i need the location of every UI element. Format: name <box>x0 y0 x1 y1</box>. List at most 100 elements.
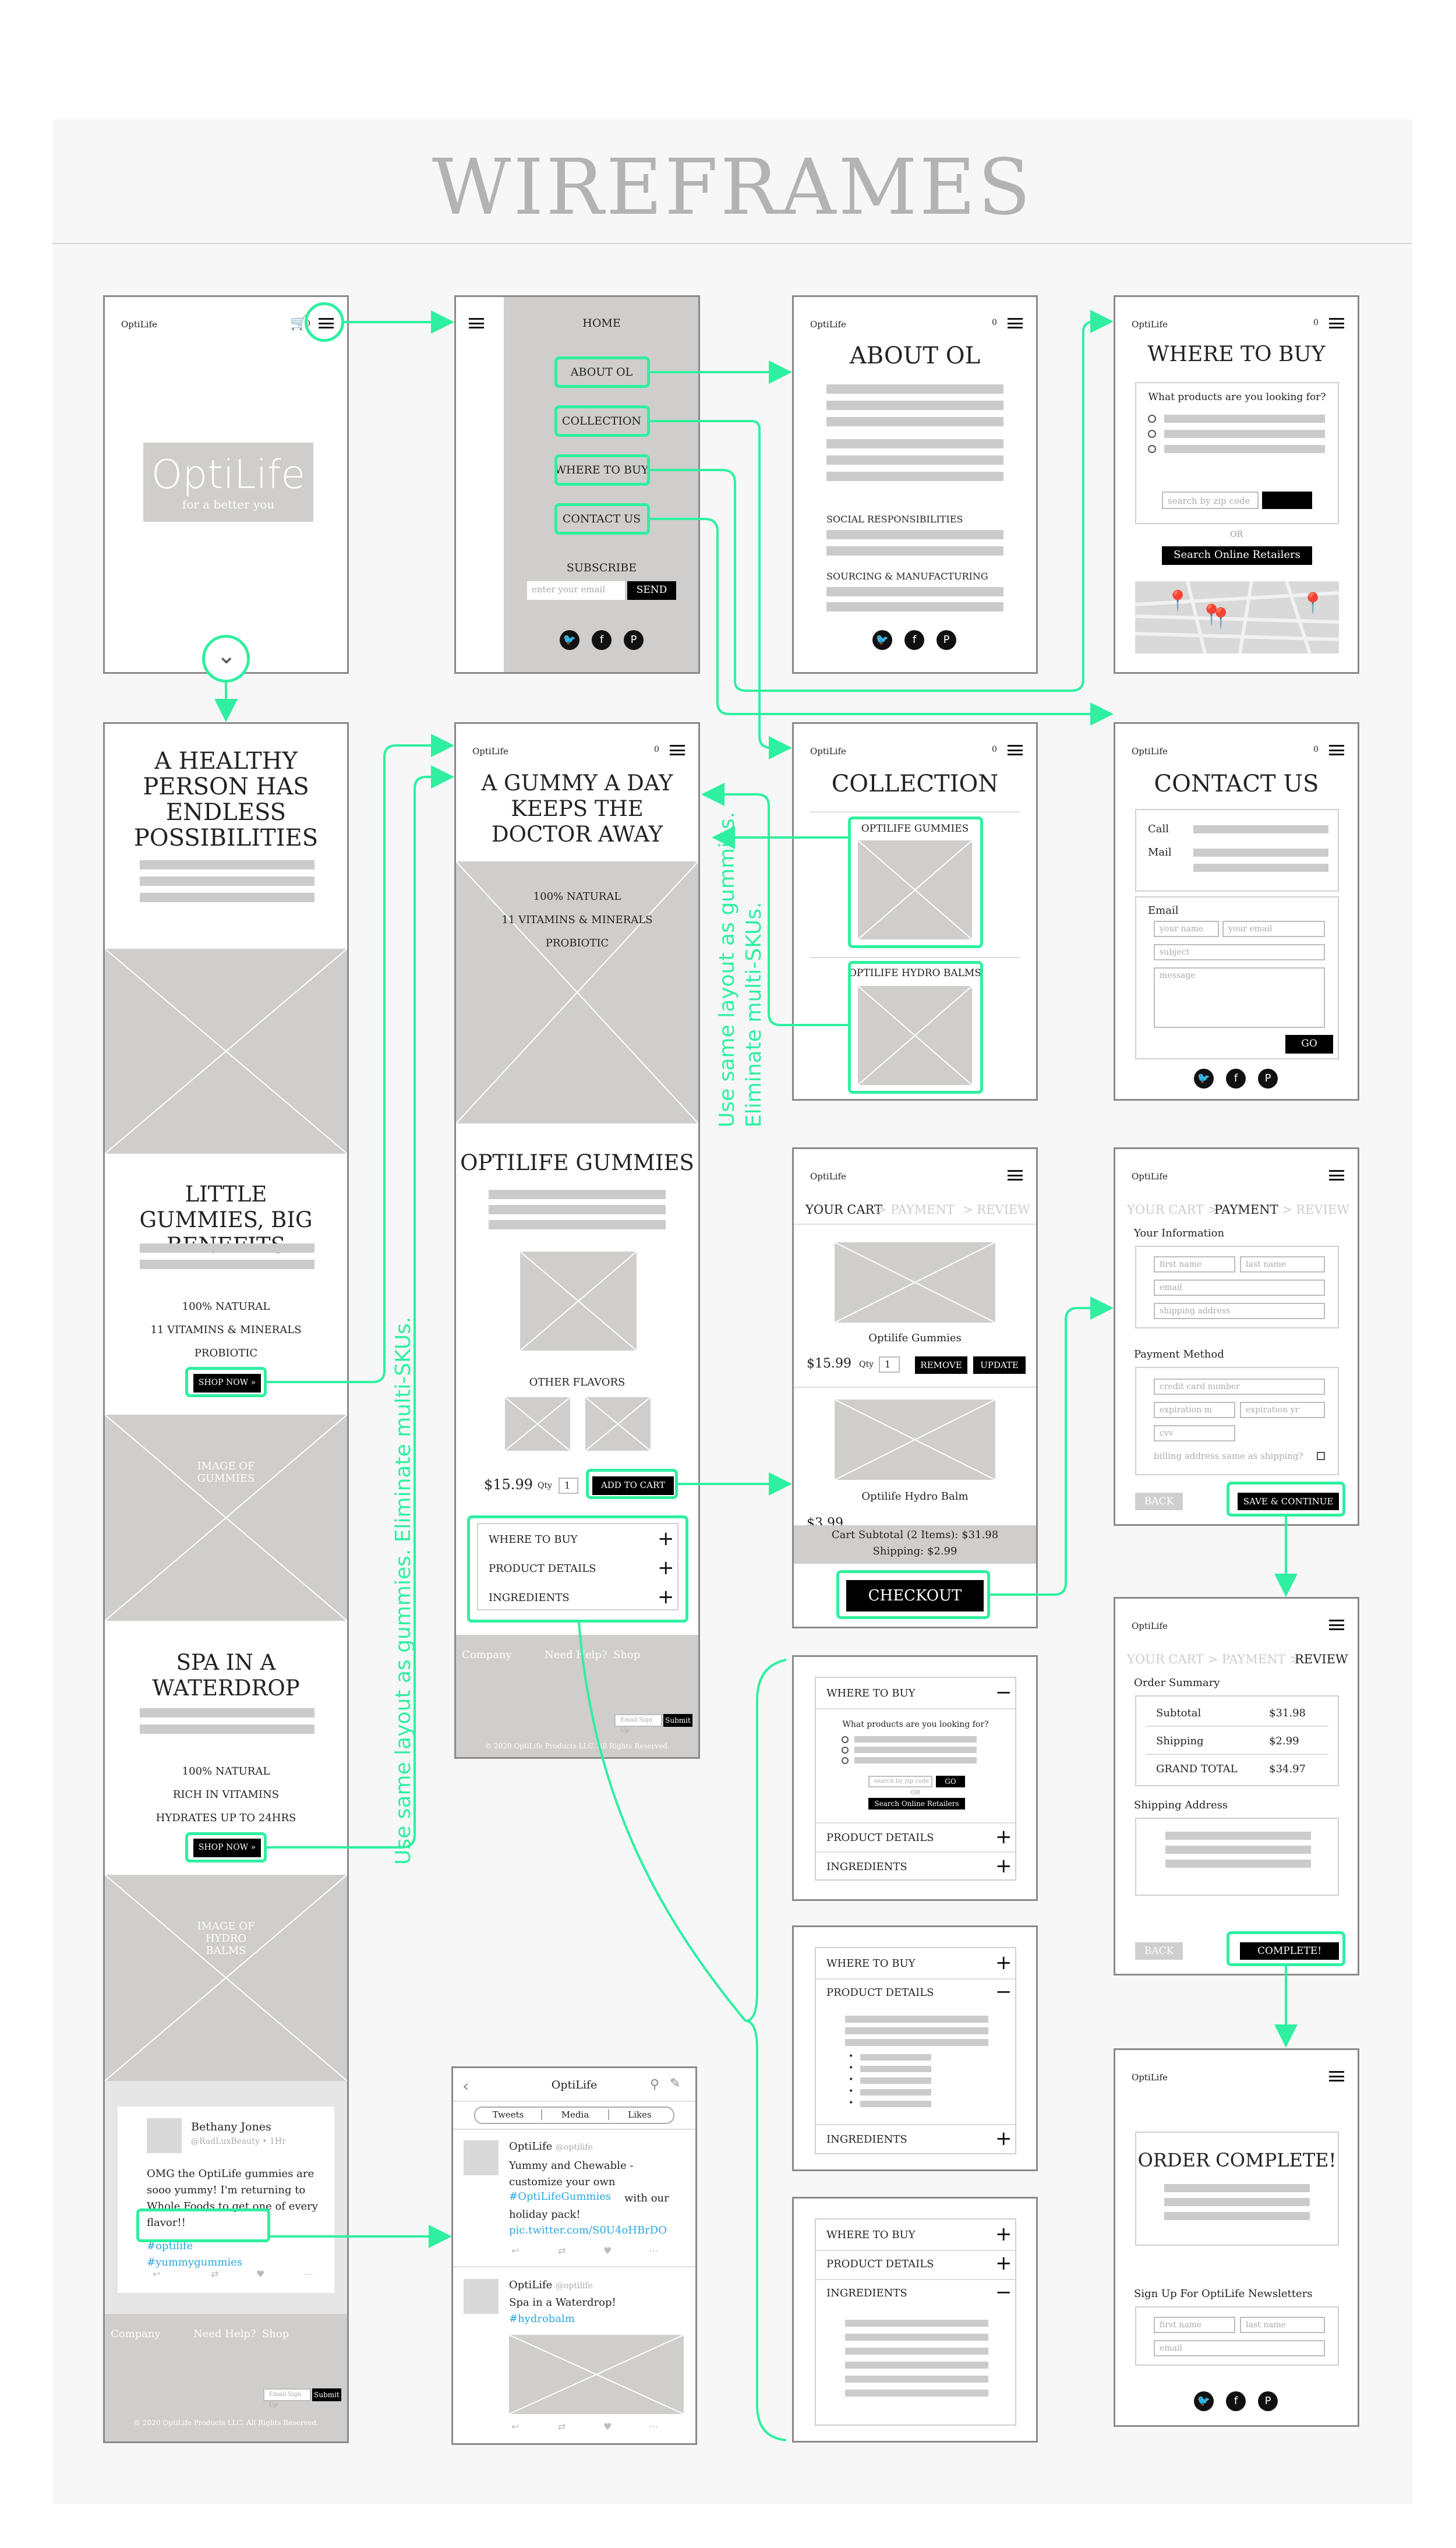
name-input[interactable]: your name <box>1154 921 1219 937</box>
email-input[interactable]: email <box>1154 2340 1325 2356</box>
shop-now-button[interactable]: SHOP NOW » <box>193 1374 261 1393</box>
map-pin-icon[interactable]: 📍 <box>1300 592 1326 615</box>
reply-icon[interactable]: ↩ <box>511 2245 520 2256</box>
menu-collection[interactable]: COLLECTION <box>561 415 642 427</box>
twitter-icon[interactable]: 🐦 <box>872 630 892 650</box>
add-to-cart-button[interactable]: ADD TO CART <box>592 1476 674 1495</box>
collection-item-label[interactable]: OPTILIFE HYDRO BALMS <box>849 967 981 979</box>
more-icon[interactable]: … <box>649 2419 658 2430</box>
menu-icon[interactable] <box>670 745 685 755</box>
plus-icon[interactable]: + <box>658 1527 674 1550</box>
address-input[interactable]: shipping address <box>1154 1303 1325 1319</box>
review-card[interactable]: Bethany Jones @RadLuxBeauty • 1Hr OMG th… <box>118 2107 334 2293</box>
plus-icon[interactable]: + <box>658 1556 674 1579</box>
card-input[interactable]: credit card number <box>1154 1379 1325 1395</box>
plus-icon[interactable]: + <box>995 1825 1012 1849</box>
tab-media[interactable]: Media <box>541 2109 609 2120</box>
plus-icon[interactable]: + <box>995 1854 1012 1878</box>
update-button[interactable]: UPDATE <box>973 1356 1026 1374</box>
qty-input[interactable]: 1 <box>559 1478 578 1494</box>
map-pin-icon[interactable]: 📍 <box>1165 589 1190 613</box>
heart-icon[interactable]: ♥ <box>256 2268 265 2280</box>
collection-item-label[interactable]: OPTILIFE GUMMIES <box>861 823 969 835</box>
menu-icon[interactable] <box>1329 1170 1344 1181</box>
shop-now-button[interactable]: SHOP NOW » <box>193 1839 261 1857</box>
first-name-input[interactable]: first name <box>1154 1256 1235 1273</box>
remove-button[interactable]: REMOVE <box>915 1356 967 1374</box>
retweet-icon[interactable]: ⇄ <box>558 2245 566 2256</box>
last-name-input[interactable]: last name <box>1240 2317 1325 2333</box>
facebook-icon[interactable]: f <box>904 630 924 650</box>
reply-icon[interactable]: ↩ <box>511 2421 520 2432</box>
menu-icon[interactable] <box>469 318 484 328</box>
review-tags[interactable]: #optilife #yummygummies <box>147 2240 243 2268</box>
more-icon[interactable]: … <box>649 2243 658 2254</box>
acc-label[interactable]: WHERE TO BUY <box>826 2229 916 2241</box>
tweet-link[interactable]: pic.twitter.com/S0U4oHBrDO <box>509 2224 667 2236</box>
back-button[interactable]: BACK <box>1135 1942 1183 1960</box>
menu-about[interactable]: ABOUT OL <box>570 366 633 379</box>
menu-icon[interactable] <box>1329 1620 1344 1630</box>
menu-icon[interactable] <box>1008 1170 1023 1181</box>
twitter-icon[interactable]: 🐦 <box>1194 2391 1214 2411</box>
cart-icon[interactable]: 🛒 <box>290 314 308 331</box>
qty-input[interactable]: 1 <box>879 1356 900 1373</box>
tab-tweets[interactable]: Tweets <box>492 2109 524 2120</box>
tab-likes[interactable]: Likes <box>628 2109 652 2120</box>
plus-icon[interactable]: + <box>995 1951 1012 1974</box>
menu-icon[interactable] <box>1329 318 1344 328</box>
footer-signup[interactable]: Email Sign Up <box>263 2388 311 2408</box>
collection-item-image[interactable] <box>857 985 973 1086</box>
acc-label[interactable]: PRODUCT DETAILS <box>826 1832 934 1844</box>
map-pin-icon[interactable]: 📍 <box>1208 607 1234 630</box>
pinterest-icon[interactable]: P <box>1258 2391 1278 2411</box>
subject-input[interactable]: subject <box>1154 944 1325 960</box>
facebook-icon[interactable]: f <box>1226 2391 1246 2411</box>
go-button[interactable]: GO <box>936 1776 965 1787</box>
back-button[interactable]: BACK <box>1135 1493 1183 1510</box>
acc-label[interactable]: INGREDIENTS <box>826 2133 907 2146</box>
tweet-hashtag[interactable]: #OptiLifeGummies <box>509 2190 612 2203</box>
map-pin-icon[interactable]: 📍 <box>1199 603 1224 627</box>
email-input[interactable]: your email <box>1222 921 1325 937</box>
acc-label[interactable]: PRODUCT DETAILS <box>826 2258 934 2270</box>
menu-where[interactable]: WHERE TO BUY <box>554 464 649 476</box>
radio[interactable] <box>842 1747 849 1754</box>
email-input[interactable]: email <box>1154 1280 1325 1296</box>
radio[interactable] <box>842 1736 849 1743</box>
collection-item-image[interactable] <box>857 840 973 940</box>
menu-home[interactable]: HOME <box>582 317 621 330</box>
pinterest-icon[interactable]: P <box>1258 1069 1278 1089</box>
minus-icon[interactable]: − <box>995 1980 1012 2003</box>
menu-icon[interactable] <box>1008 318 1023 328</box>
heart-icon[interactable]: ♥ <box>603 2421 612 2432</box>
go-button[interactable]: GO <box>1285 1035 1333 1054</box>
pinterest-icon[interactable]: P <box>624 630 644 650</box>
plus-icon[interactable]: + <box>995 2127 1012 2150</box>
plus-icon[interactable]: + <box>995 2222 1012 2246</box>
plus-icon[interactable]: + <box>995 2252 1012 2275</box>
menu-icon[interactable] <box>1329 2071 1344 2081</box>
go-button[interactable] <box>1262 492 1312 509</box>
scroll-down-button[interactable]: ⌄ <box>202 635 250 683</box>
retweet-icon[interactable]: ⇄ <box>211 2268 219 2280</box>
facebook-icon[interactable]: f <box>592 630 612 650</box>
map[interactable]: 📍 📍 📍 📍 <box>1135 581 1339 653</box>
save-continue-button[interactable]: SAVE & CONTINUE <box>1238 1493 1339 1510</box>
heart-icon[interactable]: ♥ <box>603 2245 612 2256</box>
exp-month-select[interactable]: expiration m <box>1154 1402 1235 1418</box>
facebook-icon[interactable]: f <box>1226 1069 1246 1089</box>
footer-signup[interactable]: Email Sign Up <box>614 1714 662 1734</box>
accordion-where[interactable]: WHERE TO BUY <box>489 1533 578 1546</box>
message-input[interactable]: message <box>1154 967 1325 1028</box>
complete-button[interactable]: COMPLETE! <box>1240 1942 1339 1960</box>
tweet-image[interactable] <box>508 2334 684 2415</box>
retweet-icon[interactable]: ⇄ <box>558 2421 566 2432</box>
menu-contact[interactable]: CONTACT US <box>562 513 641 525</box>
accordion-ingredients[interactable]: INGREDIENTS <box>489 1592 570 1604</box>
radio[interactable] <box>1148 445 1156 453</box>
last-name-input[interactable]: last name <box>1240 1256 1325 1273</box>
acc-label[interactable]: PRODUCT DETAILS <box>826 1987 934 1999</box>
radio[interactable] <box>1148 415 1156 423</box>
acc-label[interactable]: INGREDIENTS <box>826 1861 907 1873</box>
